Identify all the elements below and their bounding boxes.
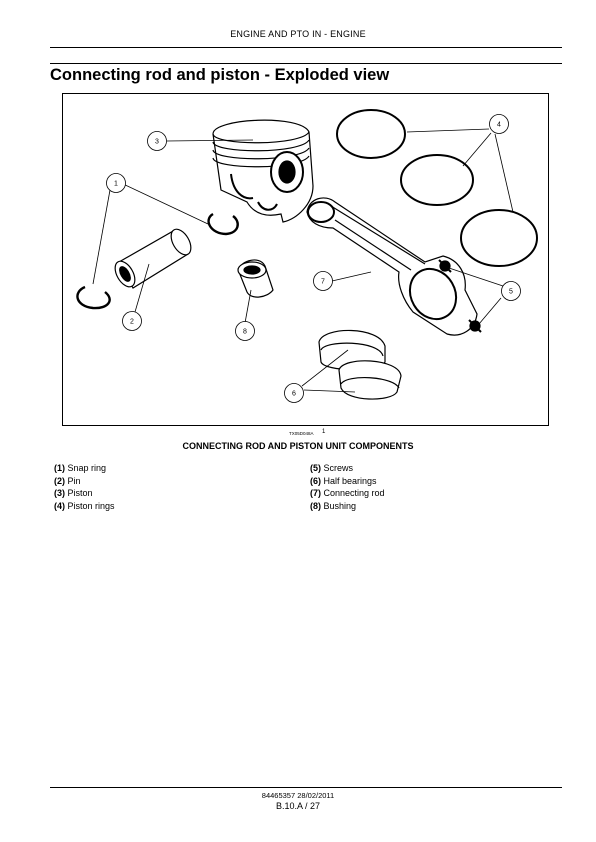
title-rule: [50, 63, 562, 64]
connecting-rod: [306, 197, 482, 336]
legend-item: (7) Connecting rod: [310, 488, 385, 498]
piston-pin: [114, 228, 192, 289]
piston-ring-3: [460, 209, 538, 267]
legend-left: (1) Snap ring (2) Pin (3) Piston (4) Pis…: [54, 462, 115, 512]
figure-caption: CONNECTING ROD AND PISTON UNIT COMPONENT…: [182, 441, 414, 451]
snap-ring-right: [207, 212, 239, 236]
callout-8: 8: [243, 329, 247, 336]
footer-rule: [50, 787, 562, 788]
page-number: B.10.A / 27: [275, 801, 321, 811]
legend-item: (1) Snap ring: [54, 463, 107, 473]
legend-right: (5) Screws (6) Half bearings (7) Connect…: [310, 462, 385, 512]
legend-item: (3) Piston: [54, 488, 93, 498]
section-header: ENGINE AND PTO IN - ENGINE: [230, 29, 366, 39]
piston: [212, 119, 314, 223]
half-bearings: [318, 329, 402, 400]
legend-item: (8) Bushing: [310, 500, 357, 511]
document-number: 84465357 28/02/2011: [261, 791, 335, 800]
legend-item: (5) Screws: [310, 463, 354, 473]
page-title: Connecting rod and piston - Exploded vie…: [50, 66, 390, 84]
piston-ring-1: [336, 109, 406, 159]
snap-ring-left: [76, 285, 111, 310]
exploded-view-figure: 1 2 3 4 5 6 7 8: [62, 93, 549, 426]
callout-circles: [106, 114, 521, 403]
bushing: [237, 259, 274, 298]
legend-item: (2) Pin: [54, 475, 81, 486]
header-rule: [50, 47, 562, 48]
callout-5: 5: [509, 289, 513, 296]
leader-lines: [92, 128, 514, 393]
callout-7: 7: [321, 279, 325, 286]
exploded-view-drawing: 1 2 3 4 5 6 7 8: [76, 109, 538, 403]
callout-4: 4: [497, 122, 501, 129]
callout-3: 3: [155, 139, 159, 146]
callout-1: 1: [114, 181, 118, 188]
callout-2: 2: [130, 319, 134, 326]
callout-6: 6: [292, 391, 296, 398]
figure-number: 1: [322, 429, 326, 435]
legend-item: (6) Half bearings: [310, 475, 377, 486]
figure-image-id: TX05D048A: [289, 431, 314, 436]
legend-item: (4) Piston rings: [54, 500, 115, 511]
piston-ring-2: [400, 154, 474, 206]
